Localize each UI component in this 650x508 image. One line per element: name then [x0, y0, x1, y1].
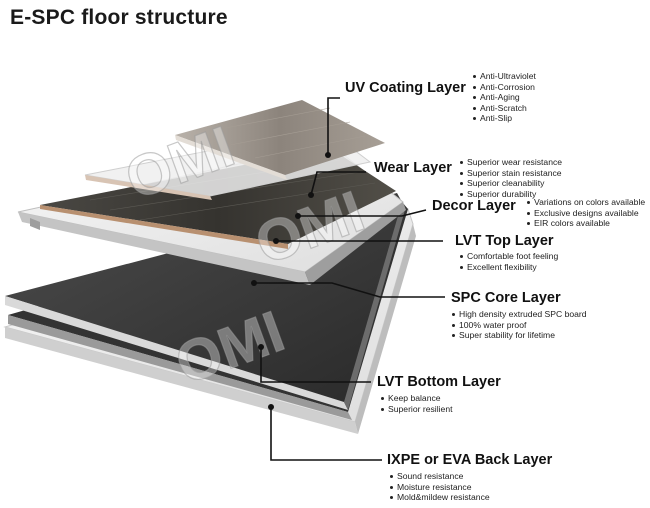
page-title: E-SPC floor structure — [10, 6, 228, 29]
decor-dot — [295, 213, 301, 219]
feature-item: Comfortable foot feeling — [459, 251, 558, 262]
uv-coating-dot — [325, 152, 331, 158]
spc-core-leader — [254, 282, 445, 298]
spc-core-layer-label: SPC Core Layer — [451, 290, 561, 306]
wear-dot — [308, 192, 314, 198]
feature-item: Exclusive designs available — [526, 208, 645, 219]
feature-item: Keep balance — [380, 393, 452, 404]
feature-item: Anti-Slip — [472, 113, 536, 124]
decor-layer-label: Decor Layer — [432, 198, 516, 214]
ixpe-back-layer-label: IXPE or EVA Back Layer — [387, 452, 553, 468]
uv-coating-feature-list: Anti-Ultraviolet Anti-Corrosion Anti-Agi… — [472, 71, 536, 124]
decor-leader — [298, 209, 427, 217]
wear-feature-list: Superior wear resistance Superior stain … — [459, 157, 562, 199]
feature-item: Anti-Corrosion — [472, 82, 536, 93]
lvt-bottom-feature-list: Keep balance Superior resilient — [380, 393, 452, 414]
feature-item: Superior stain resistance — [459, 168, 562, 179]
feature-item: Super stability for lifetime — [451, 330, 587, 341]
ixpe-back-dot — [268, 404, 274, 410]
lvt-bottom-dot — [258, 344, 264, 350]
lvt-bottom-leader — [260, 347, 371, 383]
lvt-top-dot — [273, 238, 279, 244]
feature-item: Superior durability — [459, 189, 562, 200]
feature-item: Anti-Scratch — [472, 103, 536, 114]
feature-item: Anti-Ultraviolet — [472, 71, 536, 82]
lvt-top-feature-list: Comfortable foot feeling Excellent flexi… — [459, 251, 558, 272]
feature-item: Sound resistance — [389, 471, 490, 482]
uv-coating-layer-plank — [175, 100, 385, 180]
feature-item: Anti-Aging — [472, 92, 536, 103]
feature-item: Moisture resistance — [389, 482, 490, 493]
uv-coating-leader — [327, 97, 340, 155]
decor-feature-list: Variations on colors available Exclusive… — [526, 197, 645, 229]
feature-item: Superior resilient — [380, 404, 452, 415]
feature-item: EIR colors available — [526, 218, 645, 229]
leader-lines — [254, 97, 445, 461]
spc-core-dot — [251, 280, 257, 286]
feature-item: High density extruded SPC board — [451, 309, 587, 320]
wear-leader — [310, 171, 366, 196]
wear-layer-label: Wear Layer — [374, 160, 452, 176]
feature-item: Excellent flexibility — [459, 262, 558, 273]
lvt-top-layer-label: LVT Top Layer — [455, 233, 554, 249]
leader-dots — [251, 152, 331, 410]
lvt-bottom-layer-label: LVT Bottom Layer — [377, 374, 501, 390]
ixpe-back-leader — [270, 407, 382, 461]
feature-item: Superior wear resistance — [459, 157, 562, 168]
feature-item: Variations on colors available — [526, 197, 645, 208]
feature-item: Superior cleanability — [459, 178, 562, 189]
feature-item: 100% water proof — [451, 320, 587, 331]
feature-item: Mold&mildew resistance — [389, 492, 490, 503]
uv-coating-layer-label: UV Coating Layer — [345, 80, 466, 96]
ixpe-back-feature-list: Sound resistance Moisture resistance Mol… — [389, 471, 490, 503]
spc-core-feature-list: High density extruded SPC board 100% wat… — [451, 309, 587, 341]
